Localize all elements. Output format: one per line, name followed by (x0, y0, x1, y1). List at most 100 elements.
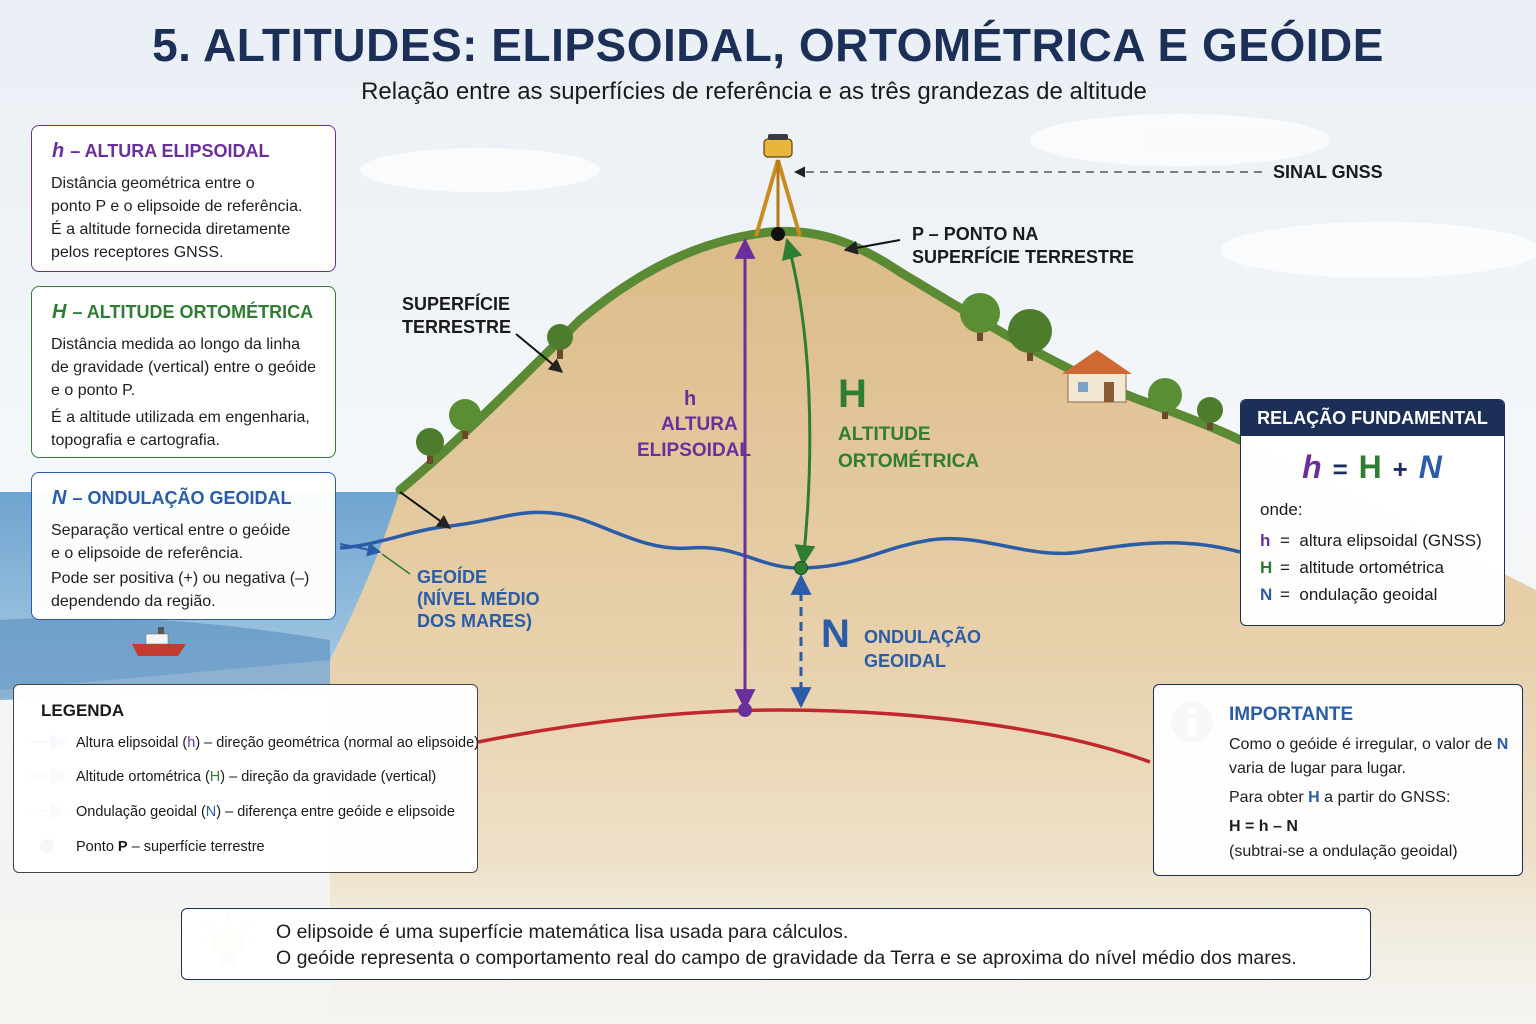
importante-box: IMPORTANTE Como o geóide é irregular, o … (1153, 684, 1523, 876)
legend-item-h-sym: h (187, 735, 196, 751)
formula: h = H + N (1241, 449, 1504, 486)
N-diagram-symbol: N (821, 612, 850, 656)
trees (416, 293, 1223, 464)
ponto-p-label-1: P – PONTO NA (912, 224, 1039, 244)
importante-formula: H = h – N (1229, 818, 1298, 835)
card-h-heading: h– ALTURA ELIPSOIDAL (52, 140, 270, 163)
formula-N: N (1418, 449, 1443, 485)
ellipsoid-point (738, 703, 752, 717)
legend-item-H-sym: H (209, 769, 221, 785)
row-N-text: ondulação geoidal (1299, 585, 1438, 604)
superficie-label-2: TERRESTRE (402, 317, 512, 337)
geoide-label-pointer (381, 553, 411, 575)
tip-line-2: O geóide representa o comportamento real… (276, 947, 1297, 969)
card-h-line: pelos receptores GNSS. (51, 244, 224, 261)
h-diagram-symbol: h (684, 388, 697, 410)
legend-item-h-pre: Altura elipsoidal ( (76, 735, 188, 751)
importante-line-1: Como o geóide é irregular, o valor de N (1229, 736, 1508, 754)
importante-line-3: Para obter H a partir do GNSS: (1229, 789, 1450, 807)
card-H-symbol: H (52, 301, 67, 323)
geoide-label-1: GEOÍDE (417, 567, 488, 587)
relacao-row-H: H = altitude ortométrica (1260, 558, 1444, 578)
row-H-text: altitude ortométrica (1299, 558, 1444, 577)
row-N-eq: = (1280, 585, 1290, 604)
legend-item-N-post: ) – diferença entre geóide e elipsoide (216, 804, 455, 820)
importante-line-5: (subtrai-se a ondulação geoidal) (1229, 843, 1458, 860)
card-H-line: É a altitude utilizada em engenharia, (51, 409, 310, 426)
H-diagram-label-2: ORTOMÉTRICA (838, 451, 980, 472)
superficie-pointer (515, 333, 564, 373)
ponto-p-pointer (843, 239, 901, 255)
n-card-pointer (399, 491, 452, 529)
card-N-heading: N– ONDULAÇÃO GEOIDAL (52, 487, 291, 510)
ponto-p-label-2: SUPERFÍCIE TERRESTRE (912, 247, 1135, 267)
point-p (771, 227, 785, 241)
card-H-line: de gravidade (vertical) entre o geóide (51, 359, 317, 376)
card-h-line: Distância geométrica entre o (51, 175, 255, 192)
geoide-label-3: DOS MARES) (417, 611, 533, 631)
importante-line-3-post: a partir do GNSS: (1319, 789, 1451, 806)
importante-line-2: varia de lugar para lugar. (1229, 760, 1406, 777)
formula-h: h (1302, 449, 1323, 485)
card-N-title: – ONDULAÇÃO GEOIDAL (72, 488, 292, 508)
ship-icon (132, 627, 186, 656)
tip-line-1: O elipsoide é uma superfície matemática … (276, 921, 849, 943)
geoide-label-2: (NÍVEL MÉDIO (417, 589, 540, 609)
card-h-body: Distância geométrica entre o ponto P e o… (51, 172, 325, 264)
page-subtitle: Relação entre as superfícies de referênc… (361, 78, 1147, 105)
geoide-pointer (339, 542, 382, 557)
importante-line-3-pre: Para obter (1229, 789, 1309, 806)
sea-far (0, 617, 330, 700)
card-h-line: É a altitude fornecida diretamente (51, 221, 291, 238)
legend-item-h: Altura elipsoidal (h) – direção geométri… (76, 735, 479, 751)
card-H-line: e o ponto P. (51, 382, 136, 399)
row-h-text: altura elipsoidal (GNSS) (1299, 531, 1482, 550)
card-h-title: – ALTURA ELIPSOIDAL (70, 141, 270, 161)
legend-item-H-post: ) – direção da gravidade (vertical) (220, 769, 437, 785)
page-title: 5. ALTITUDES: ELIPSOIDAL, ORTOMÉTRICA E … (152, 19, 1384, 71)
grass-line (395, 226, 1245, 495)
importante-line-1-symbol: N (1496, 736, 1509, 753)
legend-item-N-pre: Ondulação geoidal ( (76, 804, 206, 820)
card-H-body: Distância medida ao longo da linha de gr… (51, 333, 325, 452)
legend-item-H: Altitude ortométrica (H) – direção da gr… (76, 769, 436, 785)
H-arrow (781, 237, 816, 567)
N-diagram-label-1: ONDULAÇÃO (864, 627, 981, 647)
ellipsoid-line (477, 708, 1151, 764)
card-N-body: Separação vertical entre o geóide e o el… (51, 519, 325, 613)
gnss-receiver-icon (754, 134, 802, 237)
card-ondulacao-geoidal: N– ONDULAÇÃO GEOIDAL Separação vertical … (31, 472, 336, 620)
card-N-symbol: N (52, 487, 67, 509)
onde-label: onde: (1260, 500, 1303, 519)
clouds (360, 114, 1536, 278)
row-H-sym: H (1260, 558, 1273, 577)
h-diagram-label-1: ALTURA (661, 414, 738, 435)
card-H-heading: H– ALTITUDE ORTOMÉTRICA (52, 301, 313, 324)
relacao-row-N: N = ondulação geoidal (1260, 585, 1437, 605)
house-icon (1062, 350, 1132, 403)
relacao-fundamental-box: RELAÇÃO FUNDAMENTAL h = H + N onde: h = a… (1240, 399, 1505, 626)
H-diagram-symbol: H (838, 372, 867, 416)
formula-plus: + (1392, 454, 1409, 484)
importante-line-1-text: Como o geóide é irregular, o valor de (1229, 736, 1497, 753)
superficie-label-1: SUPERFÍCIE (402, 294, 511, 314)
row-h-sym: h (1260, 531, 1271, 550)
card-N-line: dependendo da região. (51, 593, 216, 610)
card-H-line: topografia e cartografia. (51, 432, 220, 449)
legend-item-P-post: – superfície terrestre (127, 839, 265, 855)
card-altitude-ortometrica: H– ALTITUDE ORTOMÉTRICA Distância medida… (31, 286, 336, 458)
legend-box: LEGENDA Altura elipsoidal (h) – direção … (13, 684, 479, 873)
card-h-symbol: h (52, 140, 65, 162)
H-diagram-label-1: ALTITUDE (838, 424, 931, 445)
card-N-line: Separação vertical entre o geóide (51, 522, 291, 539)
card-N-line: e o elipsoide de referência. (51, 545, 244, 562)
row-H-eq: = (1280, 558, 1290, 577)
formula-equals: = (1332, 454, 1349, 484)
row-N-sym: N (1260, 585, 1273, 604)
geoid-point (794, 561, 808, 575)
legend-item-P: Ponto P – superfície terrestre (76, 839, 265, 855)
relacao-title: RELAÇÃO FUNDAMENTAL (1241, 400, 1504, 436)
card-H-line: Distância medida ao longo da linha (51, 336, 301, 353)
legend-item-N: Ondulação geoidal (N) – diferença entre … (76, 804, 455, 820)
importante-title: IMPORTANTE (1229, 704, 1354, 725)
